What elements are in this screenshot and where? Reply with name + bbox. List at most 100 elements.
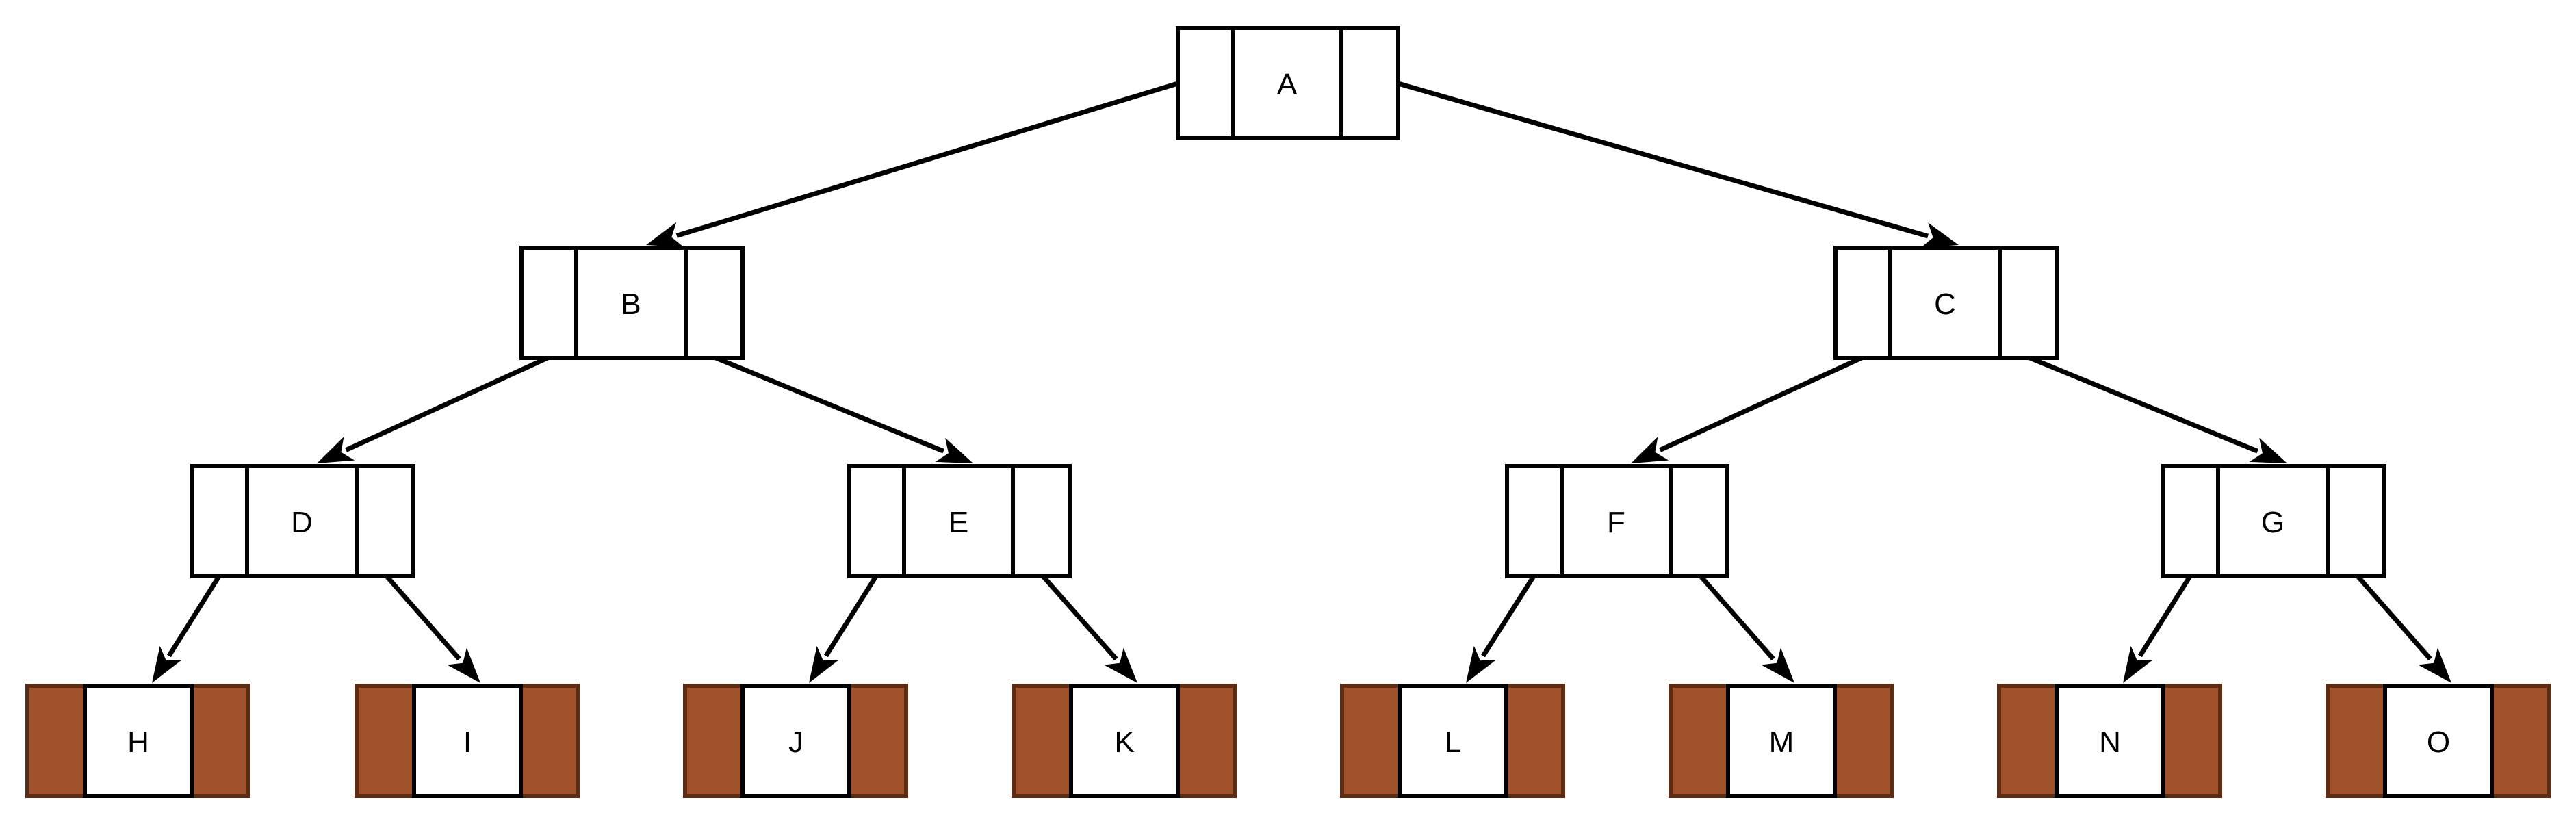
right-pointer-cell[interactable] (1998, 246, 2059, 360)
tree-edge-a-b (646, 81, 1179, 248)
left-null-pointer-cell[interactable] (25, 684, 87, 798)
tree-node-a[interactable]: A (1176, 26, 1400, 140)
tree-edge-d-i (385, 574, 480, 683)
tree-edge-c-f (1631, 355, 1863, 463)
value-cell[interactable] (1726, 684, 1837, 798)
tree-node-g[interactable]: G (2161, 464, 2386, 578)
value-cell[interactable] (2055, 684, 2165, 798)
left-null-pointer-cell[interactable] (2326, 684, 2387, 798)
right-pointer-cell[interactable] (2326, 464, 2386, 578)
node-label: O (2427, 725, 2450, 759)
edge-line (714, 355, 945, 454)
left-null-pointer-cell[interactable] (683, 684, 745, 798)
edge-line (675, 81, 1179, 238)
value-cell[interactable] (2216, 464, 2330, 578)
left-pointer-cell[interactable] (1505, 464, 1564, 578)
left-pointer-cell[interactable] (1833, 246, 1892, 360)
value-cell[interactable] (2383, 684, 2494, 798)
tree-node-b[interactable]: B (519, 246, 745, 360)
node-label: L (1445, 725, 1461, 759)
right-null-pointer-cell[interactable] (1504, 684, 1565, 798)
tree-edge-g-o (2356, 574, 2451, 683)
edge-arrowhead-icon (2123, 645, 2153, 683)
left-pointer-cell[interactable] (847, 464, 906, 578)
tree-node-h[interactable]: H (25, 684, 250, 798)
value-cell[interactable] (1888, 246, 2002, 360)
value-cell[interactable] (83, 684, 194, 798)
edge-line (823, 575, 878, 658)
tree-node-m[interactable]: M (1669, 684, 1894, 798)
edge-arrowhead-icon (646, 222, 684, 248)
tree-edge-f-m (1699, 574, 1794, 683)
value-cell[interactable] (412, 684, 523, 798)
edge-line (1398, 81, 1929, 239)
right-pointer-cell[interactable] (355, 464, 415, 578)
tree-edge-g-n (2123, 575, 2192, 683)
left-pointer-cell[interactable] (1176, 26, 1235, 140)
edge-arrowhead-icon (1104, 647, 1137, 683)
tree-node-f[interactable]: F (1505, 464, 1729, 578)
value-cell[interactable] (1398, 684, 1508, 798)
tree-node-i[interactable]: I (355, 684, 580, 798)
right-pointer-cell[interactable] (1011, 464, 1072, 578)
left-pointer-cell[interactable] (2161, 464, 2220, 578)
edge-arrowhead-icon (317, 437, 355, 463)
tree-node-c[interactable]: C (1833, 246, 2059, 360)
value-cell[interactable] (574, 246, 688, 360)
edge-arrowhead-icon (1761, 647, 1794, 683)
right-null-pointer-cell[interactable] (1176, 684, 1237, 798)
value-cell[interactable] (1560, 464, 1673, 578)
edge-arrowhead-icon (1631, 437, 1669, 463)
tree-node-j[interactable]: J (683, 684, 908, 798)
node-label: J (788, 725, 803, 759)
node-label: H (127, 725, 149, 759)
edge-line (385, 574, 461, 661)
node-label: C (1934, 287, 1956, 321)
value-cell[interactable] (740, 684, 851, 798)
node-label: N (2099, 725, 2121, 759)
node-label: F (1607, 506, 1625, 539)
node-label: D (291, 506, 313, 539)
tree-edge-a-c (1398, 81, 1959, 248)
left-null-pointer-cell[interactable] (1997, 684, 2059, 798)
node-label: E (949, 506, 968, 539)
edge-line (1659, 355, 1863, 452)
nodes-layer: A B C D E F G H I J K L M N O (25, 26, 2551, 798)
right-pointer-cell[interactable] (1339, 26, 1400, 140)
edge-line (345, 355, 549, 452)
right-null-pointer-cell[interactable] (2490, 684, 2551, 798)
value-cell[interactable] (902, 464, 1015, 578)
value-cell[interactable] (1231, 26, 1343, 140)
left-pointer-cell[interactable] (190, 464, 249, 578)
tree-node-l[interactable]: L (1340, 684, 1565, 798)
right-null-pointer-cell[interactable] (847, 684, 908, 798)
right-null-pointer-cell[interactable] (2161, 684, 2222, 798)
tree-node-d[interactable]: D (190, 464, 415, 578)
left-null-pointer-cell[interactable] (1012, 684, 1073, 798)
value-cell[interactable] (245, 464, 359, 578)
tree-edge-d-h (152, 575, 221, 683)
left-null-pointer-cell[interactable] (1340, 684, 1402, 798)
edge-line (1041, 574, 1118, 661)
tree-node-n[interactable]: N (1997, 684, 2222, 798)
right-null-pointer-cell[interactable] (1833, 684, 1894, 798)
tree-node-o[interactable]: O (2326, 684, 2551, 798)
right-null-pointer-cell[interactable] (190, 684, 250, 798)
node-label: K (1114, 725, 1134, 759)
right-null-pointer-cell[interactable] (519, 684, 580, 798)
left-null-pointer-cell[interactable] (355, 684, 416, 798)
right-pointer-cell[interactable] (1669, 464, 1729, 578)
tree-edge-e-k (1041, 574, 1137, 683)
tree-edge-b-e (714, 355, 973, 463)
tree-node-e[interactable]: E (847, 464, 1072, 578)
left-null-pointer-cell[interactable] (1669, 684, 1730, 798)
tree-node-k[interactable]: K (1012, 684, 1237, 798)
tree-edge-b-d (317, 355, 549, 463)
edge-line (1699, 574, 1775, 661)
value-cell[interactable] (1069, 684, 1180, 798)
left-pointer-cell[interactable] (519, 246, 578, 360)
right-pointer-cell[interactable] (684, 246, 745, 360)
edge-arrowhead-icon (1920, 222, 1959, 248)
